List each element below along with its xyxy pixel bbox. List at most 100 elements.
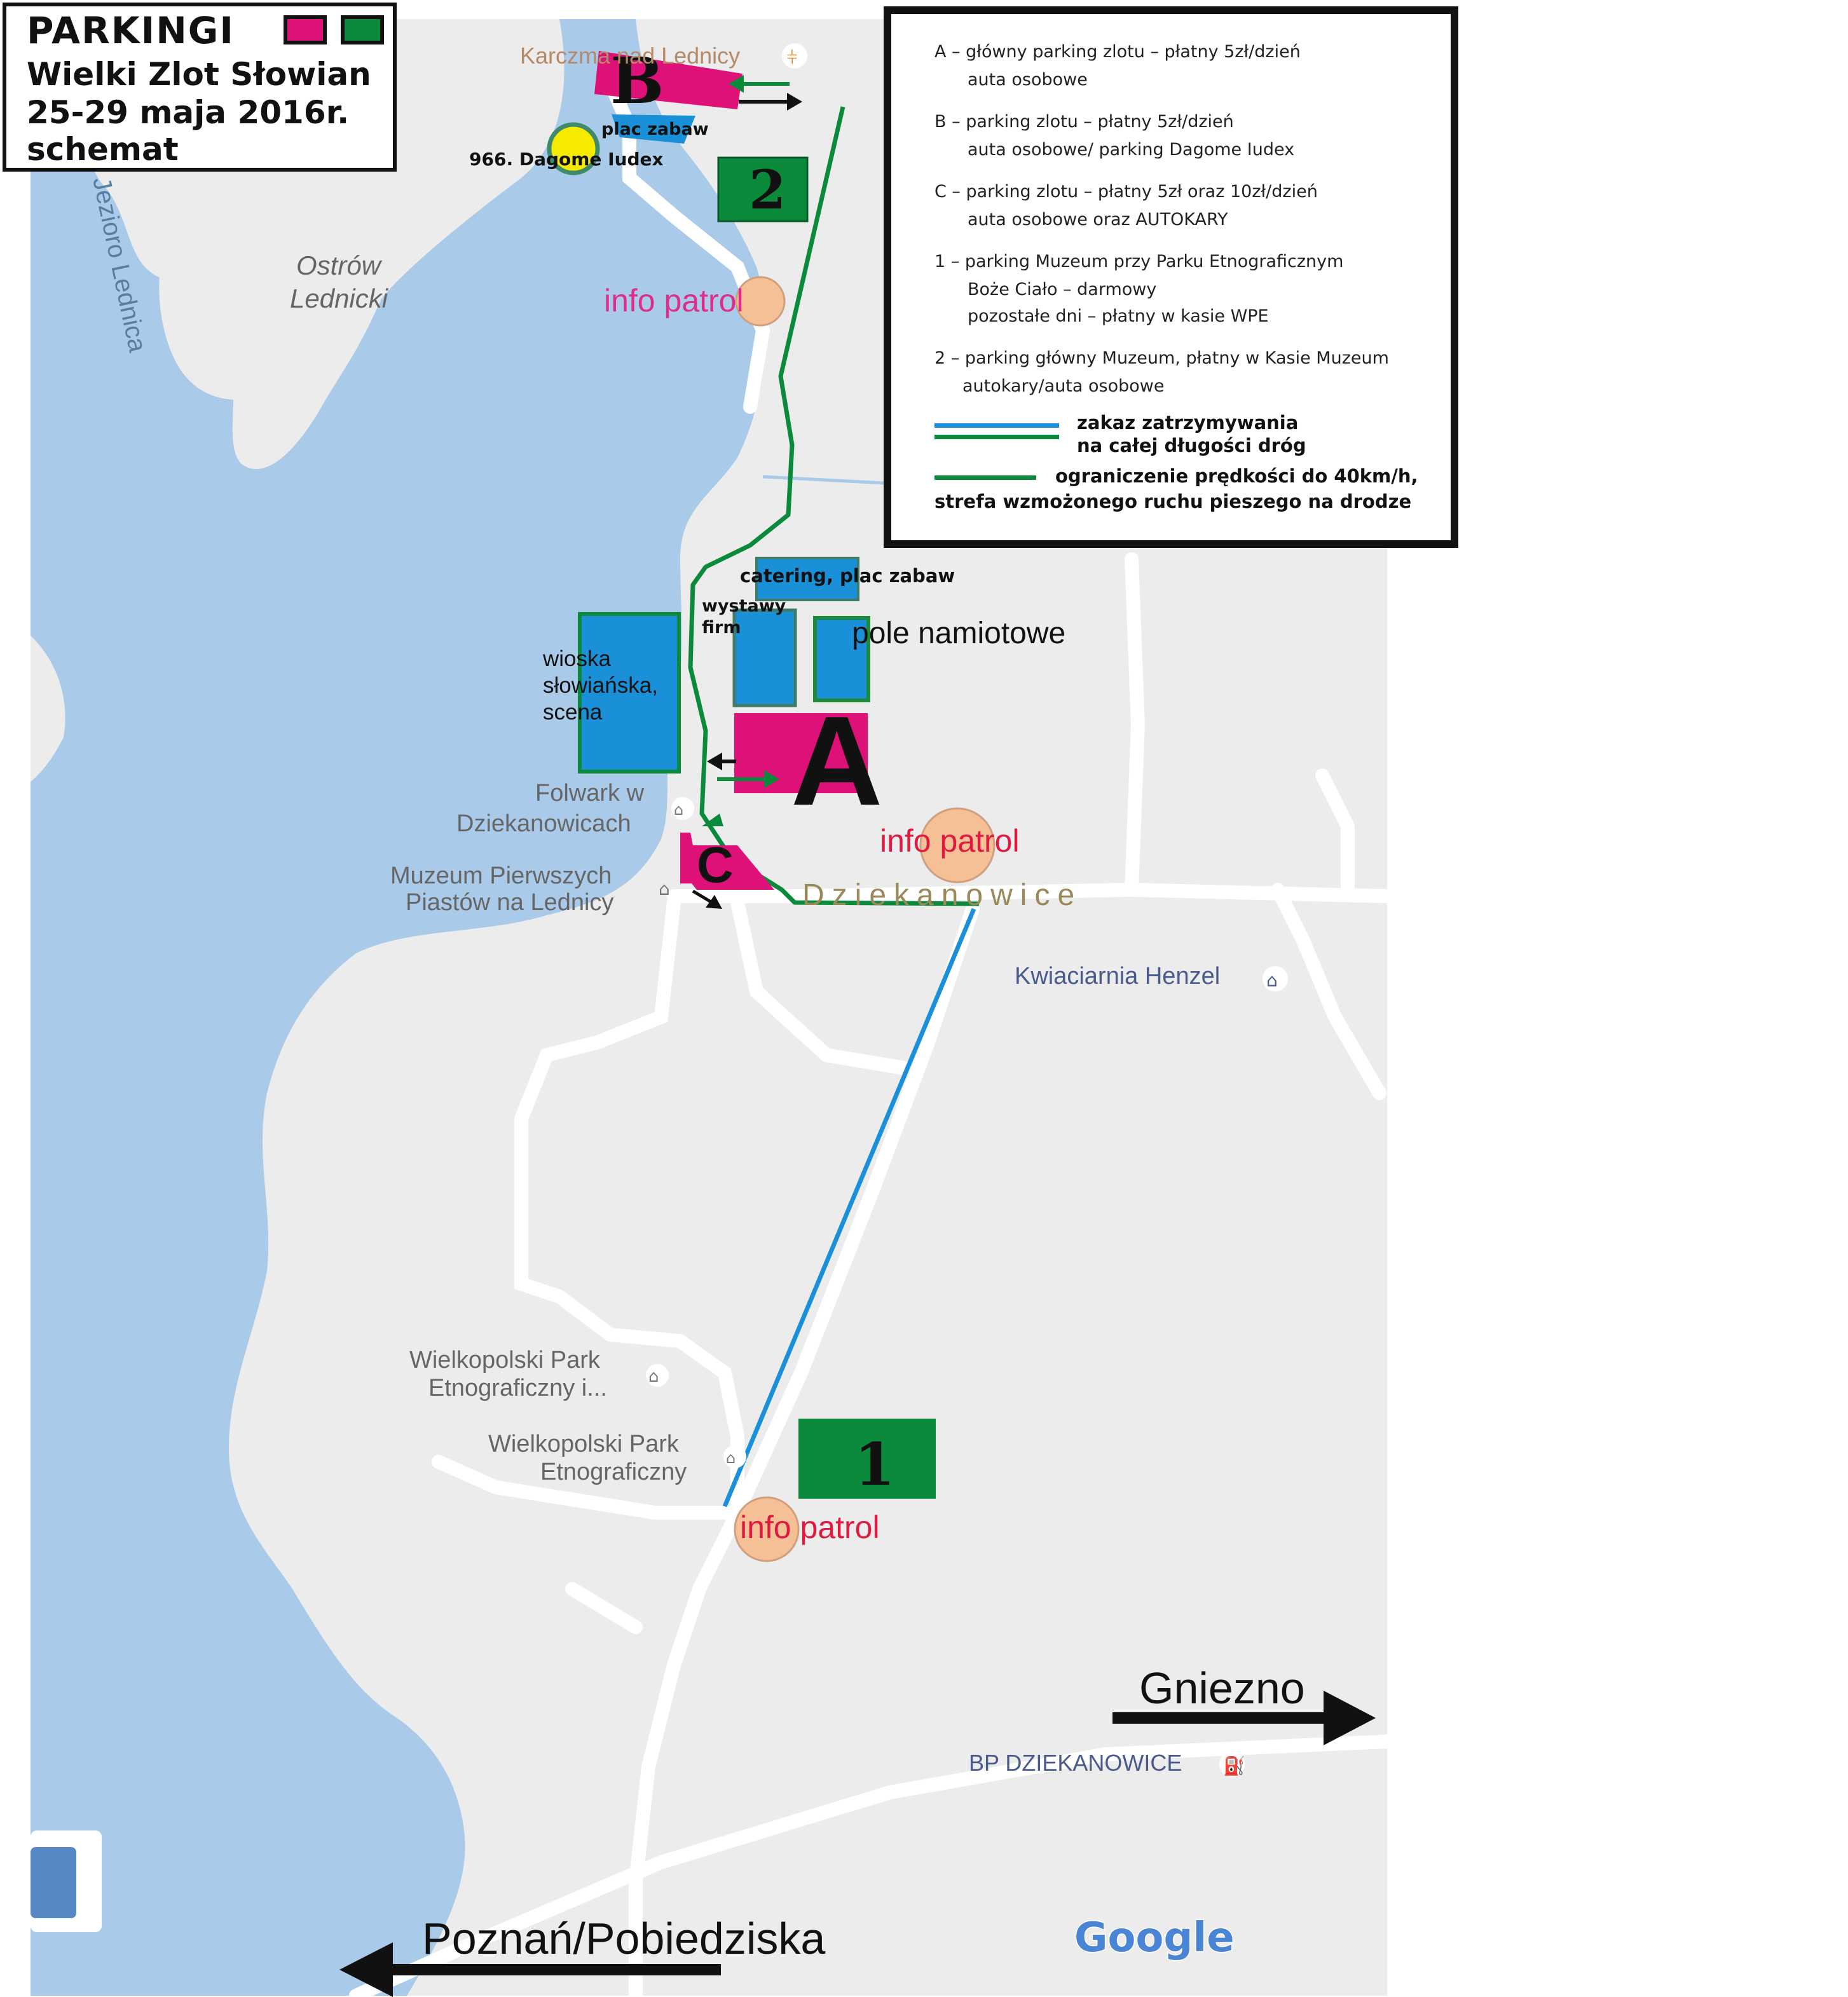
place-wpe2-1: Wielkopolski Park xyxy=(488,1431,680,1457)
pole-namiotowe-area xyxy=(813,616,870,702)
legend-blue-swatch xyxy=(934,423,1059,428)
legend-c-line-1: C – parking zlotu – płatny 5zł oraz 10zł… xyxy=(934,182,1318,201)
parking-c-label: C xyxy=(697,836,734,893)
stream xyxy=(762,475,884,485)
swatch-green xyxy=(341,15,384,44)
road-local-8 xyxy=(565,1582,643,1634)
parking-c-area xyxy=(680,833,774,890)
legend-2-line-2: autokary/auta osobowe xyxy=(962,376,1165,396)
road-local-2 xyxy=(514,896,681,1342)
wioska-area xyxy=(578,612,681,774)
museum-icon-wpe1-glyph: ⌂ xyxy=(648,1367,659,1386)
legend-1-line-1: 1 – parking Muzeum przy Parku Etnografic… xyxy=(934,252,1344,271)
place-bp: BP DZIEKANOWICE xyxy=(969,1750,1182,1776)
camera-icon-wpe2-glyph: ⌂ xyxy=(726,1449,736,1467)
plac-zabaw-north xyxy=(612,114,695,144)
place-wpe2-2: Etnograficzny xyxy=(540,1459,687,1485)
legend-blue-line-1: zakaz zatrzymywania xyxy=(1077,412,1299,433)
direction-gniezno-shaft xyxy=(1112,1712,1329,1724)
road-local-7 xyxy=(1315,768,1355,897)
restaurant-icon-glyph: ⫩ xyxy=(787,47,797,68)
title-line-2: Wielki Zlot Słowian xyxy=(27,56,371,93)
place-folwark-1: Folwark w xyxy=(535,780,645,807)
camera-icon-folwark-glyph: ⌂ xyxy=(674,801,683,819)
parking-a-label: A xyxy=(791,690,882,832)
legend-c-line-2: auta osobowe oraz AUTOKARY xyxy=(968,210,1228,229)
legend-a-line-2: auta osobowe xyxy=(968,70,1088,90)
parking-1-label: 1 xyxy=(854,1430,895,1499)
legend-green-swatch xyxy=(934,475,1036,480)
info-patrol-north-circle xyxy=(735,276,786,327)
road-local-4 xyxy=(432,1455,738,1520)
place-dziekanowice: Dziekanowice xyxy=(802,878,1082,912)
shop-icon-kwiaciarnia-glyph: ⌂ xyxy=(1266,970,1278,991)
wystawy-label-1: wystawy xyxy=(702,596,786,616)
parking-b-area xyxy=(594,51,743,109)
lake-lednica xyxy=(31,19,766,1996)
legend-blue-line-2: na całej długości dróg xyxy=(1077,435,1306,456)
arrow-b-out-head xyxy=(787,93,802,111)
road-local-1 xyxy=(730,896,910,1075)
legend-box: A – główny parking zlotu – płatny 5zł/dz… xyxy=(884,6,1458,548)
place-ostrow-2: Lednicki xyxy=(290,283,389,313)
wioska-label-3: scena xyxy=(543,700,603,725)
plac-zabaw-north-label: plac zabaw xyxy=(601,119,709,139)
legend-b-line-1: B – parking zlotu – płatny 5zł/dzień xyxy=(934,112,1234,132)
museum-icon: ⌂ xyxy=(659,878,670,899)
pole-namiotowe-label: pole namiotowe xyxy=(852,617,1065,650)
camera-icon-folwark xyxy=(671,797,694,820)
catering-area xyxy=(755,557,859,601)
title-line-3: 25-29 maja 2016r. xyxy=(27,94,350,131)
place-wpe1-1: Wielkopolski Park xyxy=(409,1347,601,1373)
wystawy-label-2: firm xyxy=(702,618,741,637)
place-kwiaciarnia: Kwiaciarnia Henzel xyxy=(1015,963,1220,990)
info-patrol-south-circle xyxy=(734,1496,800,1562)
title-box: PARKINGI Wielki Zlot Słowian 25-29 maja … xyxy=(3,3,397,172)
google-logo: Google xyxy=(1074,1914,1235,1961)
info-patrol-center-label: info patrol xyxy=(880,823,1020,859)
camera-icon-wpe2 xyxy=(723,1445,746,1468)
parking-1-area xyxy=(798,1419,936,1499)
blue-route xyxy=(722,908,976,1508)
museum-icon-wpe1 xyxy=(646,1364,669,1387)
info-patrol-center-circle xyxy=(919,807,996,883)
left-peninsula xyxy=(31,636,65,782)
place-muzeum-2: Piastów na Lednicy xyxy=(406,889,613,916)
arrow-b-in-head xyxy=(729,75,744,93)
place-ostrow-1: Ostrów xyxy=(296,250,383,280)
restaurant-icon xyxy=(782,43,807,69)
parking-b: B xyxy=(594,43,743,118)
place-folwark-2: Dziekanowicach xyxy=(456,810,631,837)
fuel-icon-bp-glyph: ⛽ xyxy=(1223,1755,1245,1776)
info-patrol-north-label: info patrol xyxy=(604,283,744,318)
direction-gniezno-label: Gniezno xyxy=(1139,1663,1305,1713)
parking-b-label: B xyxy=(610,43,664,118)
direction-poznan-shaft xyxy=(388,1964,721,1975)
road-local-6 xyxy=(1271,883,1386,1100)
dagome-marker xyxy=(547,122,600,175)
legend-green-line-2: strefa wzmożonego ruchu pieszego na drod… xyxy=(934,491,1412,512)
swatch-magenta xyxy=(284,15,327,44)
legend-green-swatch-top xyxy=(934,435,1059,439)
road-highway xyxy=(349,1735,1394,1997)
road-south xyxy=(629,902,980,1997)
parking-2-label: 2 xyxy=(749,158,786,221)
arrow-a-out-head xyxy=(707,753,722,770)
place-karczma: Karczma nad Lednicy xyxy=(520,43,740,69)
map-control-button[interactable] xyxy=(31,1847,76,1918)
arrow-c-out-head xyxy=(706,895,722,909)
green-route xyxy=(688,106,980,906)
place-wpe1-2: Etnograficzny i... xyxy=(428,1375,607,1401)
legend-1-line-3: pozostałe dni – płatny w kasie WPE xyxy=(968,306,1269,326)
title-line-1: PARKINGI xyxy=(27,9,235,52)
title-line-4: schemat xyxy=(27,131,179,168)
info-patrol-south-label: info patrol xyxy=(740,1510,880,1545)
legend-b-line-2: auta osobowe/ parking Dagome Iudex xyxy=(968,140,1295,160)
dagome-label: 966. Dagome Iudex xyxy=(469,149,664,170)
direction-poznan-label: Poznań/Pobiedziska xyxy=(422,1914,825,1963)
island-ostrow-lednicki xyxy=(159,165,387,400)
direction-poznan-arrow-icon xyxy=(339,1942,393,1997)
wioska-label-1: wioska xyxy=(542,646,612,671)
place-muzeum-1: Muzeum Pierwszych xyxy=(390,862,612,889)
direction-gniezno-arrow-icon xyxy=(1324,1691,1376,1745)
